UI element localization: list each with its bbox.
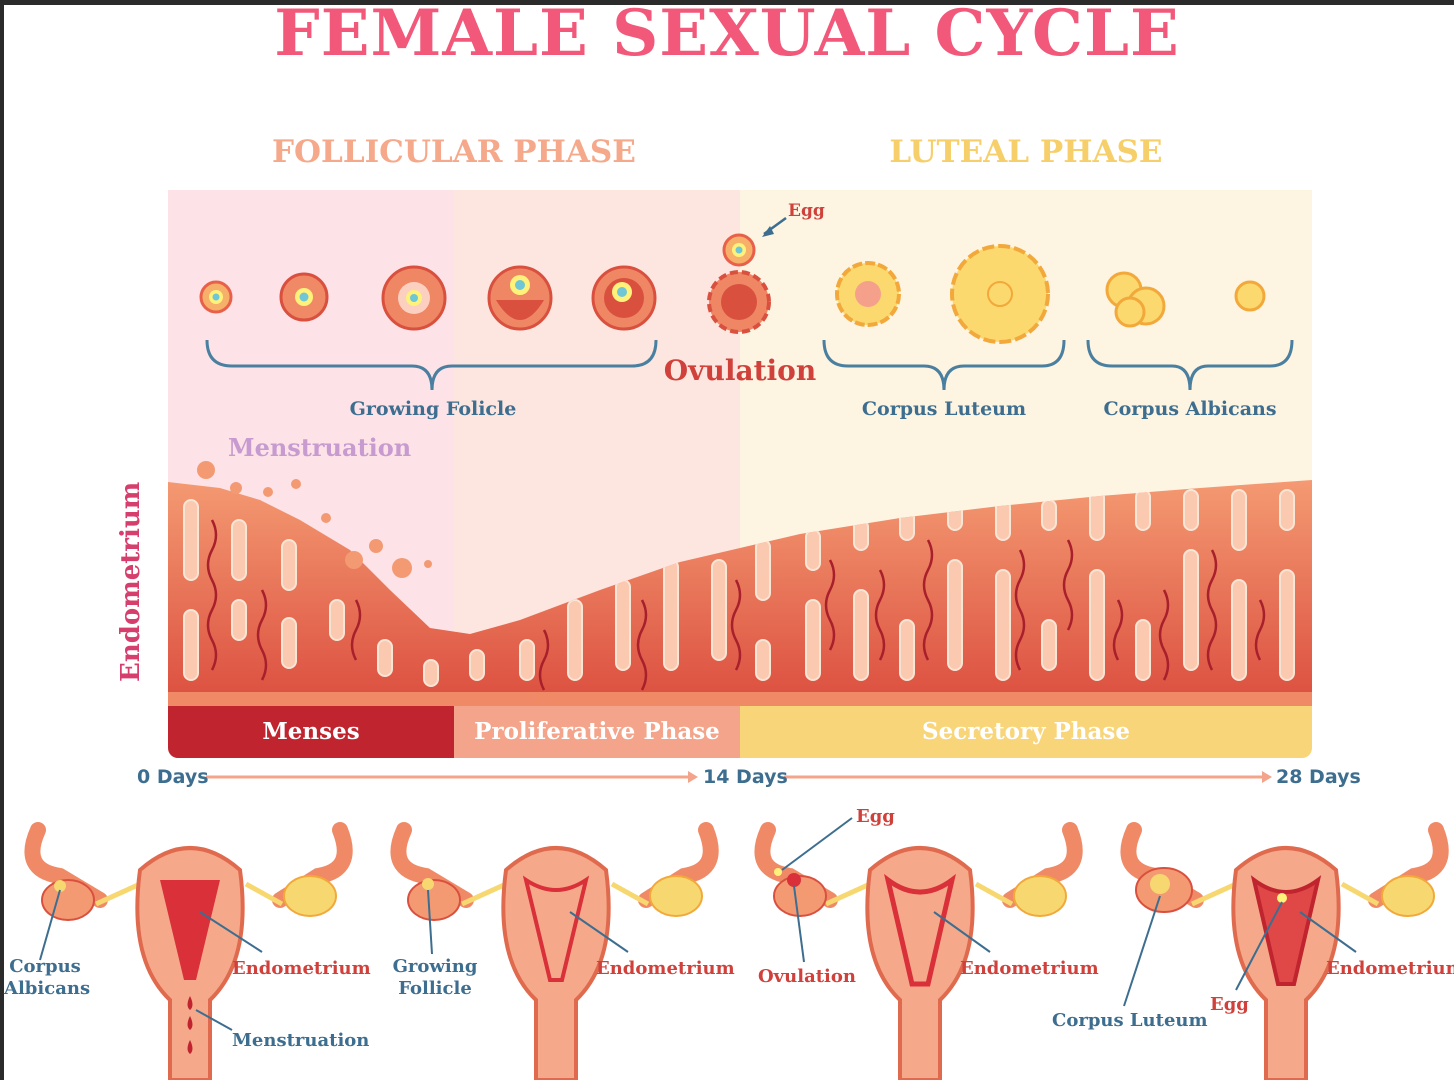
- braces: [205, 339, 1294, 391]
- uterus-panel-3: [754, 817, 1083, 1080]
- follicular-phase-heading: FOLLICULAR PHASE: [272, 134, 636, 170]
- top-edge: [0, 0, 1454, 5]
- uterus-panel-4: [1120, 822, 1449, 1080]
- day-28-label: 28 Days: [1276, 766, 1361, 788]
- egg-label: Egg: [788, 201, 825, 221]
- endometrium-vertical-label: Endometrium: [116, 481, 146, 682]
- ovulation-label: Ovulation: [663, 354, 817, 387]
- panel4-endometrium-label: Endometrium: [1326, 958, 1454, 979]
- panel4-corpus-luteum-label: Corpus Luteum: [1052, 1010, 1208, 1031]
- panel1-endometrium-label: Endometrium: [232, 958, 371, 979]
- panel1-corpus-label: Corpus: [9, 956, 81, 977]
- panel1-albicans-label: Albicans: [4, 978, 91, 999]
- panel4-egg-label: Egg: [1210, 994, 1249, 1015]
- growing-folicle-label: Growing Folicle: [349, 398, 517, 420]
- follicle-stages: [199, 265, 657, 331]
- uterus-panel-1: [24, 822, 353, 1080]
- corpus-luteum-shapes: [835, 244, 1050, 344]
- day-0-label: 0 Days: [137, 766, 209, 788]
- day-14-label: 14 Days: [703, 766, 788, 788]
- corpus-albicans-shapes: [1105, 271, 1266, 328]
- timeline-arrows: [206, 771, 1272, 783]
- corpus-albicans-label: Corpus Albicans: [1103, 398, 1277, 420]
- ovulation-follicle: [707, 216, 787, 334]
- panel3-endometrium-label: Endometrium: [960, 958, 1099, 979]
- proliferative-band: Proliferative Phase: [454, 706, 740, 758]
- panel3-ovulation-label: Ovulation: [758, 966, 856, 987]
- uterus-panel-2: [390, 822, 719, 1080]
- luteal-phase-heading: LUTEAL PHASE: [889, 134, 1163, 170]
- endometrium-layer: [168, 461, 1312, 706]
- menstruation-label: Menstruation: [228, 433, 412, 462]
- secretory-band: Secretory Phase: [740, 706, 1312, 758]
- menses-band: Menses: [168, 706, 454, 758]
- panel1-menstruation-label: Menstruation: [232, 1030, 370, 1051]
- corpus-luteum-label: Corpus Luteum: [861, 398, 1027, 420]
- panel2-endometrium-label: Endometrium: [596, 958, 735, 979]
- page-title: FEMALE SEXUAL CYCLE: [274, 0, 1180, 71]
- panel3-egg-label: Egg: [856, 806, 895, 827]
- panel2-growing-label: Growing: [392, 956, 478, 977]
- left-edge: [0, 0, 4, 1080]
- panel2-follicle-label: Follicle: [398, 978, 472, 999]
